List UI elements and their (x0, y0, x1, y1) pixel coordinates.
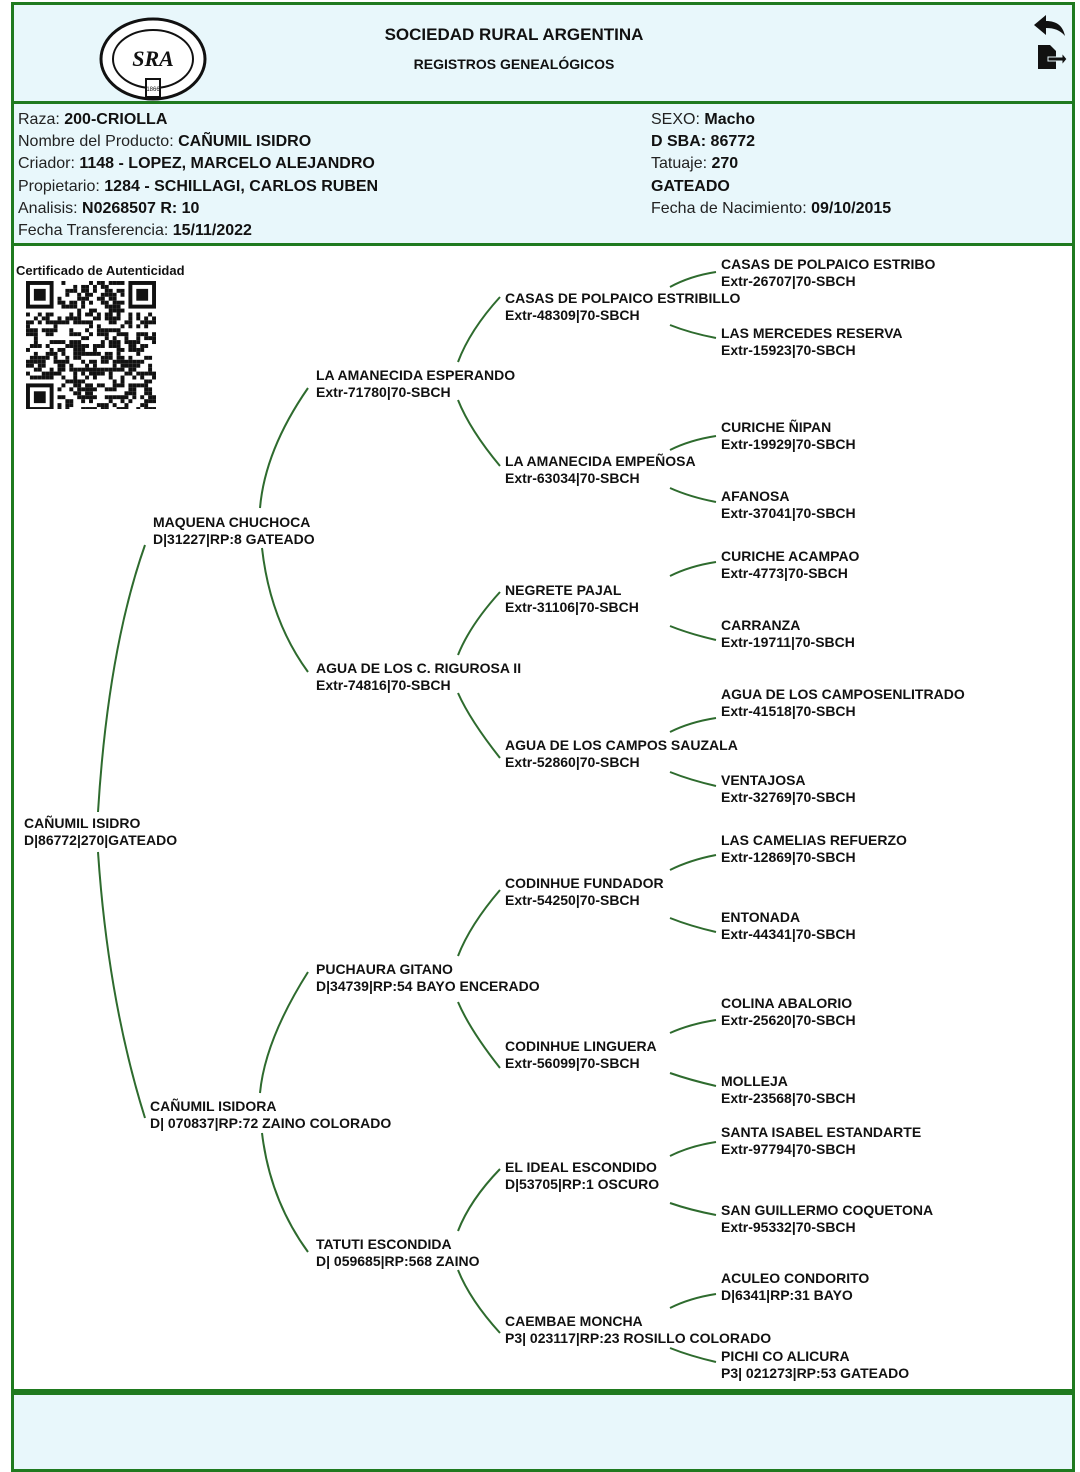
pedigree-link (259, 387, 309, 509)
pedigree-link (457, 692, 501, 759)
dsba-row: D SBA: 86772 (651, 133, 756, 150)
pedigree-link (669, 1019, 717, 1034)
pelaje-row: GATEADO (651, 178, 730, 195)
pedigree-link (457, 591, 501, 656)
back-arrow-icon[interactable] (1032, 11, 1068, 39)
pedigree-link (669, 625, 717, 641)
pedigree-link (259, 971, 309, 1094)
pedigree-link (457, 296, 501, 363)
pedigree-link (669, 917, 717, 933)
pedigree-link (261, 1132, 309, 1253)
pedigree-link (669, 324, 717, 339)
export-document-icon[interactable] (1032, 43, 1068, 71)
tatuaje-row: Tatuaje: 270 (651, 155, 739, 172)
pedigree-link (669, 271, 717, 288)
header-panel: SRA 1866 SOCIEDAD RURAL ARGENTINA REGIST… (11, 2, 1075, 104)
raza-row: Raza: 200-CRIOLLA (18, 111, 168, 128)
pedigree-link (457, 1168, 501, 1232)
pedigree-link (457, 889, 501, 957)
sexo-row: SEXO: Macho (651, 111, 756, 128)
nacimiento-row: Fecha de Nacimiento: 09/10/2015 (651, 200, 892, 217)
pedigree-link (457, 1001, 501, 1069)
pedigree-link (261, 547, 309, 673)
animal-info-panel (11, 104, 1075, 246)
certificate-label: Certificado de Autenticidad (16, 263, 185, 278)
nombre-row: Nombre del Producto: CAÑUMIL ISIDRO (18, 133, 312, 150)
propietario-row: Propietario: 1284 - SCHILLAGI, CARLOS RU… (18, 178, 379, 195)
pedigree-link (669, 1293, 717, 1309)
criador-row: Criador: 1148 - LOPEZ, MARCELO ALEJANDRO (18, 155, 375, 172)
pedigree-link (669, 717, 717, 733)
pedigree-panel (11, 246, 1075, 1392)
pedigree-link (97, 851, 146, 1119)
pedigree-link (669, 1072, 717, 1087)
pedigree-link (669, 1347, 717, 1363)
footer-panel (11, 1392, 1075, 1472)
analisis-row: Analisis: N0268507 R: 10 (18, 200, 200, 217)
qr-code[interactable] (26, 281, 156, 409)
pedigree-link (669, 771, 717, 787)
pedigree-link (669, 435, 717, 451)
pedigree-link (669, 487, 717, 503)
pedigree-link (457, 399, 501, 467)
pedigree-link (457, 1269, 501, 1334)
registry-subtitle: REGISTROS GENEALÓGICOS (413, 56, 615, 72)
pedigree-link (97, 544, 146, 813)
pedigree-link (669, 1202, 717, 1216)
pedigree-link (669, 1141, 717, 1157)
sra-logo: SRA 1866 (99, 17, 207, 101)
org-title: SOCIEDAD RURAL ARGENTINA (384, 25, 644, 44)
svg-text:SRA: SRA (132, 46, 174, 71)
pedigree-link (669, 854, 717, 871)
transferencia-row: Fecha Transferencia: 15/11/2022 (18, 222, 252, 239)
svg-text:1866: 1866 (146, 87, 160, 93)
pedigree-link (669, 561, 717, 577)
